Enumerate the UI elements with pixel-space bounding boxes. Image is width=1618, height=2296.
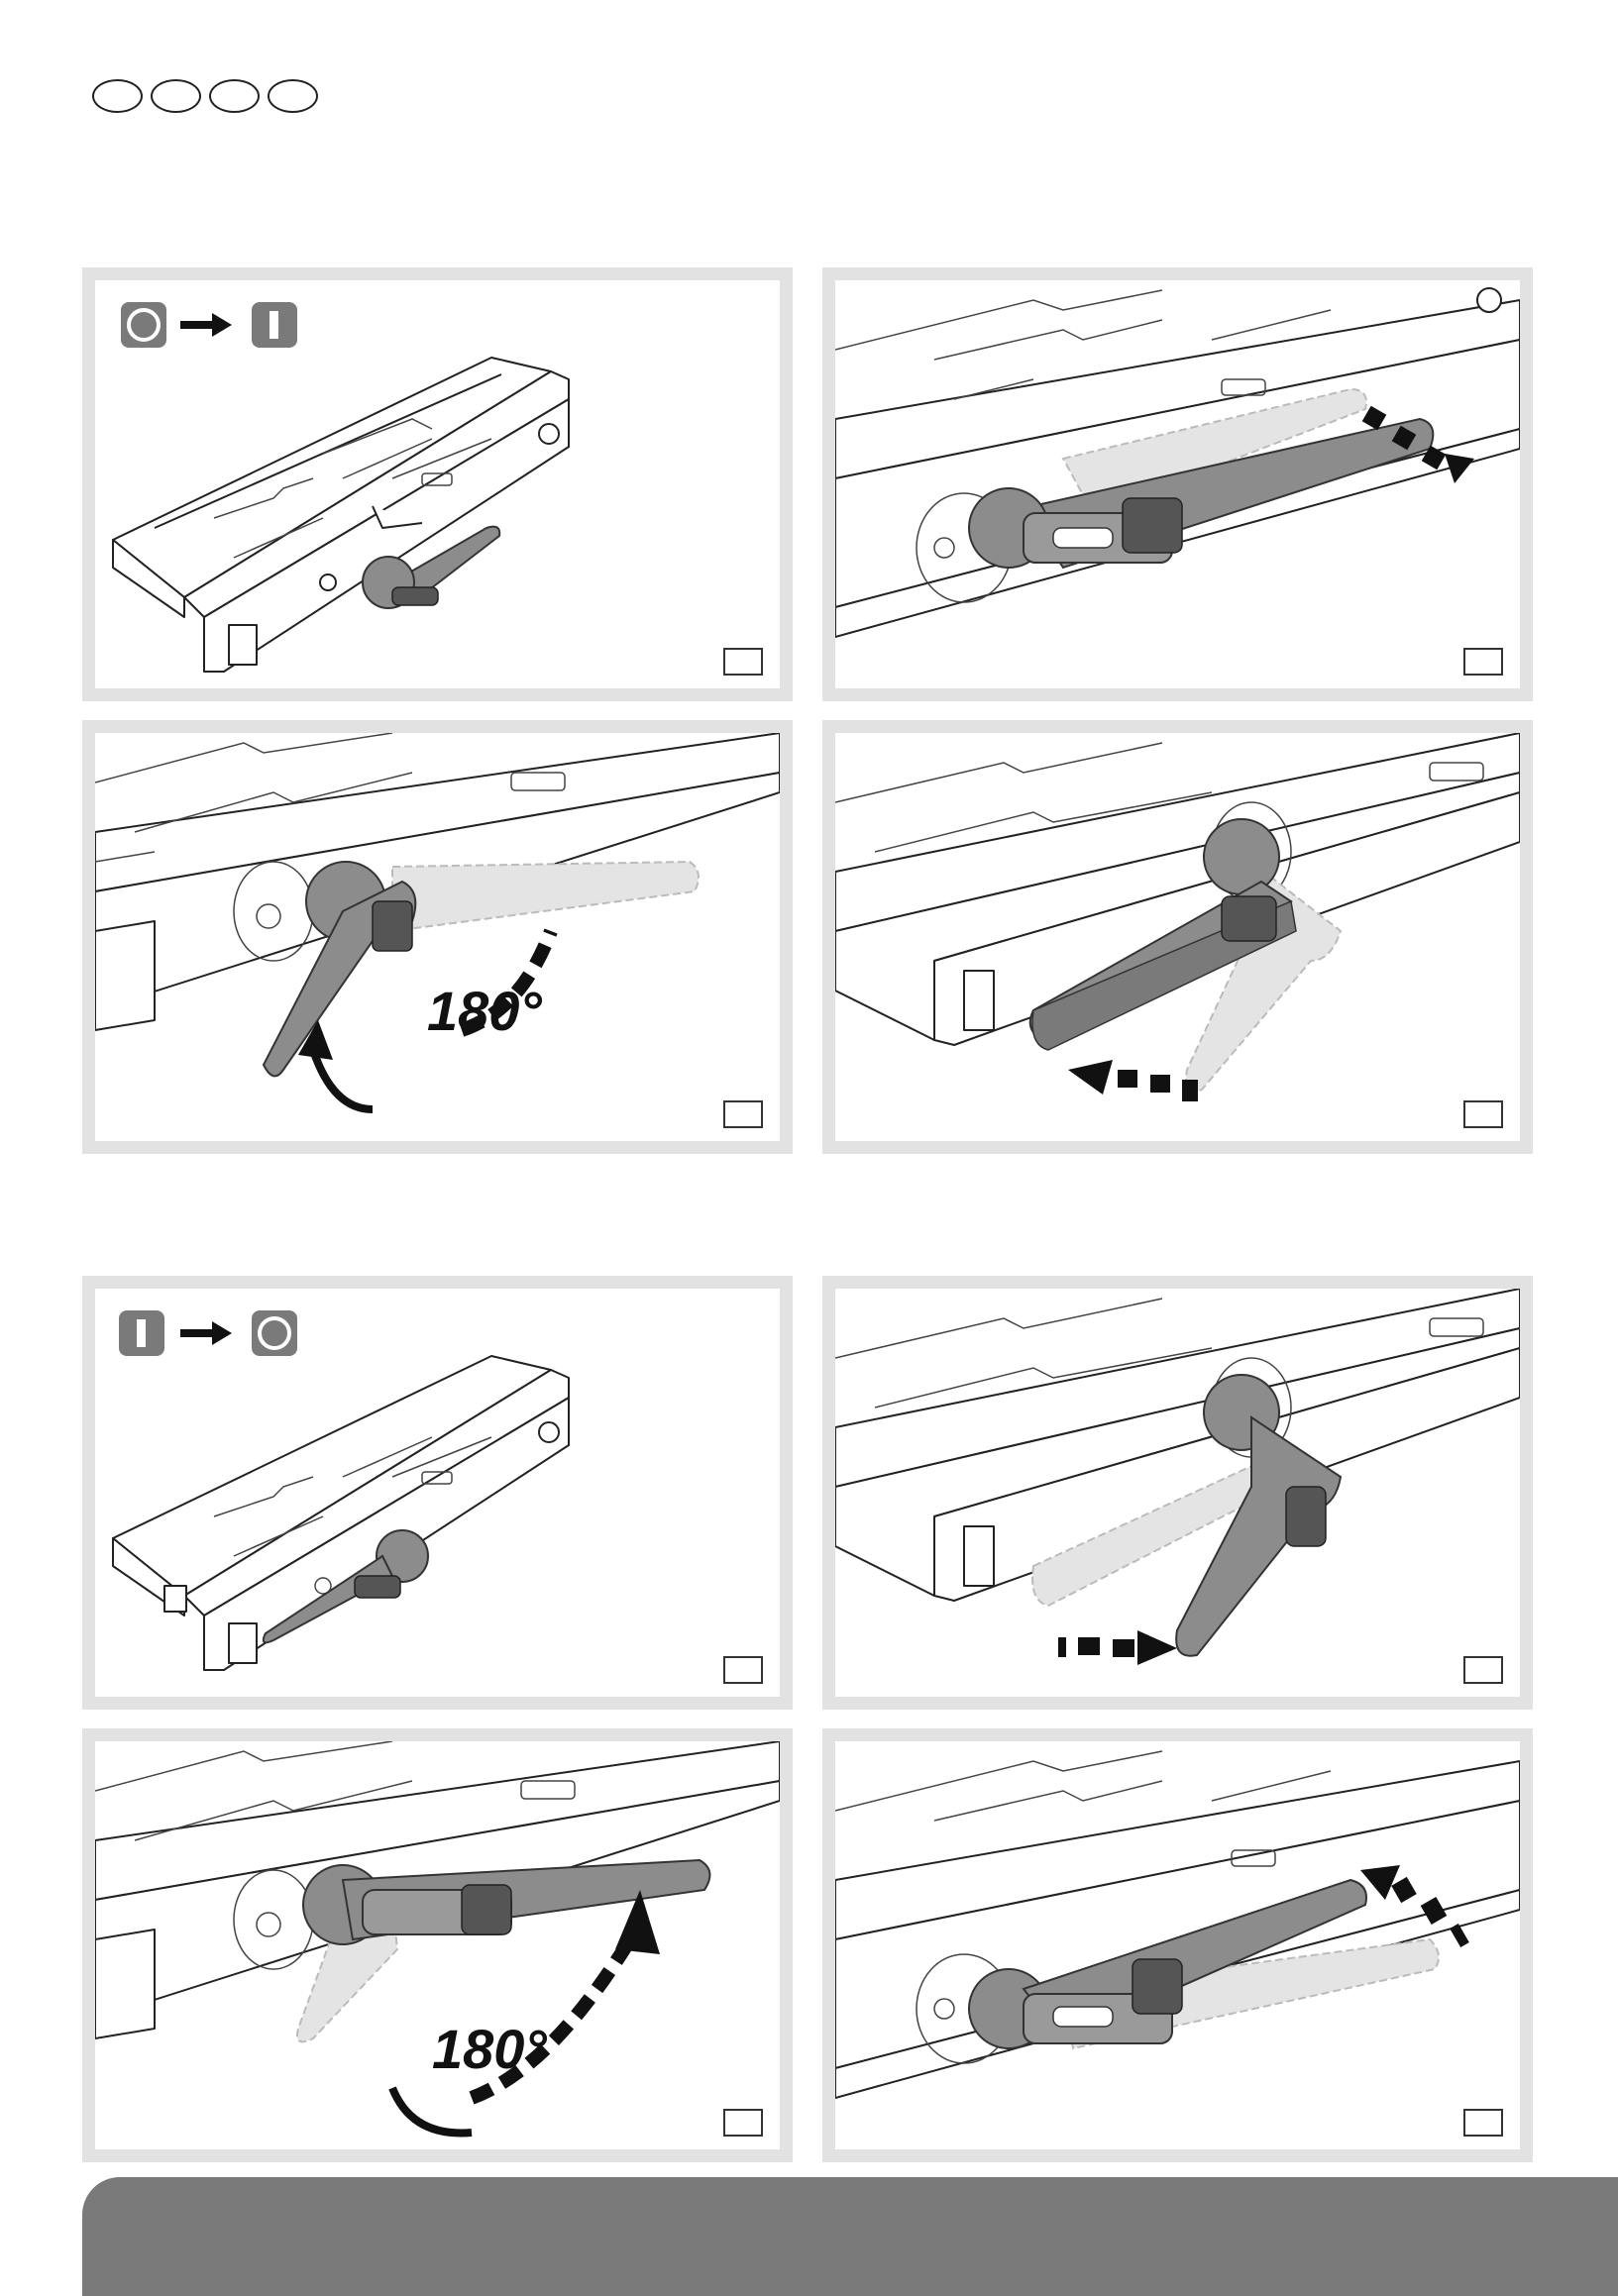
device-illustration xyxy=(835,1289,1520,1697)
figure-number-box xyxy=(723,1656,763,1684)
figure-number-box xyxy=(1463,1100,1503,1128)
circle-o-icon xyxy=(252,1310,297,1356)
language-oval-3[interactable] xyxy=(209,79,260,113)
dashed-arrow xyxy=(1058,1630,1177,1665)
arrow-right-icon xyxy=(180,1321,232,1345)
footer-bar xyxy=(82,2177,1618,2296)
panel-seq2-step3: 180° xyxy=(82,1728,793,2162)
device-illustration: 180° xyxy=(95,1741,780,2149)
bar-i-icon xyxy=(252,302,297,348)
figure-number-box xyxy=(723,648,763,676)
device-illustration xyxy=(95,280,780,688)
device-illustration xyxy=(835,1741,1520,2149)
panel-seq1-step3: 180° xyxy=(82,720,793,1154)
device-illustration xyxy=(835,733,1520,1141)
panel-seq2-step2 xyxy=(822,1276,1533,1710)
panel-seq1-step4 xyxy=(822,720,1533,1154)
panel-seq2-step1 xyxy=(82,1276,793,1710)
figure-number-box xyxy=(723,1100,763,1128)
panel-seq2-step4 xyxy=(822,1728,1533,2162)
figure-number-box xyxy=(1463,648,1503,676)
handle-ghost xyxy=(392,862,699,931)
language-oval-4[interactable] xyxy=(268,79,318,113)
language-ovals xyxy=(92,79,318,113)
panel-seq1-step2 xyxy=(822,267,1533,701)
figure-number-box xyxy=(723,2109,763,2137)
language-oval-2[interactable] xyxy=(151,79,201,113)
device-illustration: 180° xyxy=(95,733,780,1141)
panel-seq1-step1 xyxy=(82,267,793,701)
bar-i-icon xyxy=(119,1310,164,1356)
language-oval-1[interactable] xyxy=(92,79,143,113)
device-illustration xyxy=(835,280,1520,688)
figure-number-box xyxy=(1463,2109,1503,2137)
rotation-label: 180° xyxy=(432,2018,547,2080)
device-illustration xyxy=(95,1289,780,1697)
dashed-arrow xyxy=(1068,1060,1198,1101)
rotation-label: 180° xyxy=(427,980,542,1042)
circle-o-icon xyxy=(121,302,166,348)
arrow-right-icon xyxy=(180,313,232,337)
figure-number-box xyxy=(1463,1656,1503,1684)
